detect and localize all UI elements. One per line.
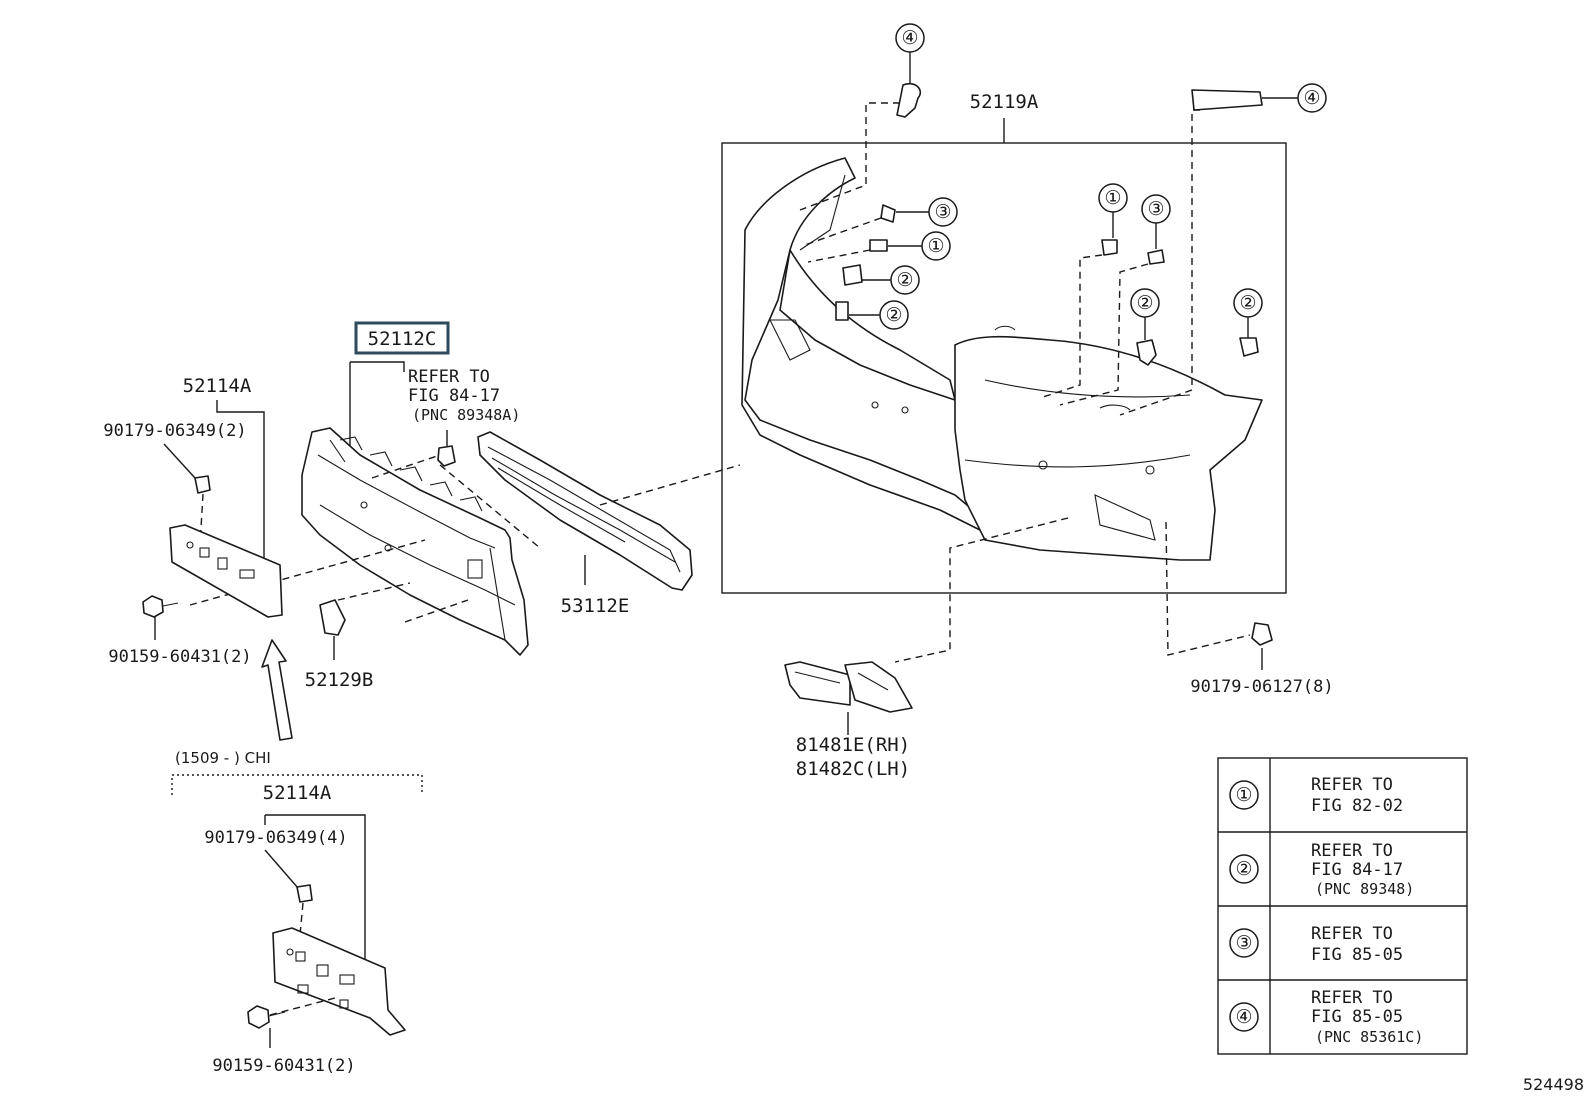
- label-90159-60431-upper[interactable]: 90159-60431(2): [108, 647, 251, 667]
- label-90179-06127[interactable]: 90179-06127(8): [1190, 677, 1333, 697]
- label-52112C[interactable]: 52112C: [368, 328, 437, 350]
- legend-table: ① REFER TO FIG 82-02 ② REFER TO FIG 84-1…: [1217, 757, 1468, 1055]
- label-90159-60431-lower[interactable]: 90159-60431(2): [212, 1056, 355, 1076]
- lamp-cover-part[interactable]: [784, 661, 913, 713]
- legend-4-line1: REFER TO: [1311, 988, 1393, 1008]
- bumper-lower-part-52112C[interactable]: [301, 427, 529, 656]
- figure-number: 524498: [1523, 1075, 1584, 1094]
- label-90179-06349-lower[interactable]: 90179-06349(4): [204, 828, 347, 848]
- callout-2-left-b: [879, 300, 909, 330]
- legend-callout-3: [1229, 928, 1259, 958]
- label-90179-06349-upper[interactable]: 90179-06349(2): [103, 421, 246, 441]
- callout-3-left: [928, 197, 958, 227]
- clip-4-right[interactable]: [1191, 89, 1263, 111]
- bolt-90159-60431-lower[interactable]: [247, 1005, 286, 1029]
- legend-4-line2: FIG 85-05: [1311, 1007, 1403, 1027]
- license-bracket-upper[interactable]: [169, 524, 283, 618]
- svg-text:④: ④: [1235, 1006, 1252, 1028]
- clip-90179-06349-lower[interactable]: [296, 884, 313, 903]
- legend-2-line2: FIG 84-17: [1311, 860, 1403, 880]
- arrow-icon: [261, 639, 293, 741]
- refer-to-line1: REFER TO: [408, 367, 490, 387]
- refer-to-line3: (PNC 89348A): [412, 406, 520, 424]
- svg-text:②: ②: [885, 304, 902, 326]
- grille-part[interactable]: [477, 431, 693, 591]
- legend-3-line2: FIG 85-05: [1311, 945, 1403, 965]
- clip-89348A[interactable]: [437, 445, 456, 467]
- svg-text:④: ④: [1303, 87, 1320, 109]
- clip-right-1[interactable]: [1101, 239, 1118, 256]
- legend-1-line1: REFER TO: [1311, 775, 1393, 795]
- legend-2-line3: (PNC 89348): [1315, 880, 1414, 898]
- label-81481E[interactable]: 81481E(RH): [796, 734, 910, 756]
- svg-text:③: ③: [934, 201, 951, 223]
- clip-left-2a[interactable]: [842, 264, 863, 286]
- svg-text:①: ①: [927, 235, 944, 257]
- nut-90179-06127[interactable]: [1251, 622, 1273, 646]
- legend-3-line1: REFER TO: [1311, 924, 1393, 944]
- label-52114A-lower[interactable]: 52114A: [263, 782, 332, 804]
- clip-4-top[interactable]: [896, 82, 922, 118]
- svg-text:①: ①: [1104, 187, 1121, 209]
- label-52129B[interactable]: 52129B: [305, 669, 374, 691]
- callout-2-left-a: [890, 265, 920, 295]
- svg-text:③: ③: [1235, 932, 1252, 954]
- legend-1-line2: FIG 82-02: [1311, 796, 1403, 816]
- cap-52129B[interactable]: [319, 599, 346, 636]
- clip-right-2a[interactable]: [1136, 339, 1157, 366]
- legend-4-line3: (PNC 85361C): [1315, 1028, 1423, 1046]
- label-52119A[interactable]: 52119A: [970, 91, 1039, 113]
- svg-text:④: ④: [901, 27, 918, 49]
- legend-2-line1: REFER TO: [1311, 841, 1393, 861]
- bumper-cover-part[interactable]: [741, 157, 1263, 561]
- clip-left-2b[interactable]: [835, 301, 849, 321]
- svg-text:②: ②: [1239, 292, 1256, 314]
- highlight-box-52112C: [354, 321, 450, 355]
- license-bracket-lower[interactable]: [272, 927, 406, 1036]
- svg-text:③: ③: [1147, 198, 1164, 220]
- callout-4-right: [1297, 83, 1327, 113]
- legend-callout-1: [1229, 780, 1259, 810]
- label-53112E[interactable]: 53112E: [561, 595, 630, 617]
- label-81482C[interactable]: 81482C(LH): [796, 758, 910, 780]
- svg-text:②: ②: [1235, 858, 1252, 880]
- clip-left-1[interactable]: [869, 239, 888, 252]
- bolt-90159-60431-upper[interactable]: [142, 595, 179, 618]
- clip-right-3[interactable]: [1147, 249, 1165, 265]
- svg-text:②: ②: [1136, 292, 1153, 314]
- label-chi-note: (1509 - ) CHI: [175, 749, 271, 767]
- callout-4-top: [895, 23, 925, 53]
- svg-text:①: ①: [1235, 784, 1252, 806]
- svg-text:②: ②: [896, 269, 913, 291]
- legend-callout-4: [1229, 1002, 1259, 1032]
- clip-right-2b[interactable]: [1239, 337, 1259, 357]
- legend-callout-2: [1229, 854, 1259, 884]
- refer-to-line2: FIG 84-17: [408, 386, 500, 406]
- clip-90179-06349-upper[interactable]: [194, 475, 211, 494]
- label-52114A-upper[interactable]: 52114A: [183, 375, 252, 397]
- callout-1-left: [921, 231, 951, 261]
- clip-top-left[interactable]: [880, 204, 896, 223]
